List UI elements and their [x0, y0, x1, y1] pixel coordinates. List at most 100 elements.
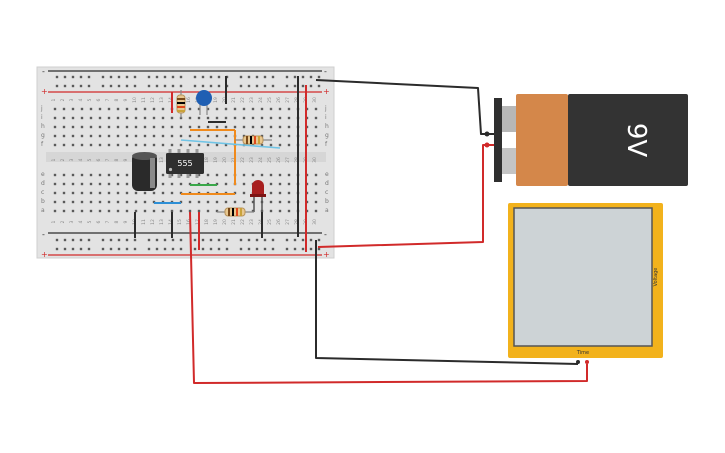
breadboard-hole[interactable]: [271, 238, 275, 242]
breadboard-hole[interactable]: [161, 182, 165, 186]
resistor-horizontal-bottom[interactable]: [217, 207, 254, 217]
breadboard-hole[interactable]: [224, 134, 228, 138]
breadboard-hole[interactable]: [98, 173, 102, 177]
breadboard-hole[interactable]: [71, 134, 75, 138]
breadboard-hole[interactable]: [71, 75, 75, 79]
breadboard-hole[interactable]: [87, 238, 91, 242]
ic-555-timer[interactable]: 555: [166, 149, 204, 178]
breadboard-hole[interactable]: [314, 125, 318, 129]
breadboard-hole[interactable]: [287, 200, 291, 204]
breadboard-hole[interactable]: [242, 125, 246, 129]
wire-black-battery-to-rail[interactable]: [315, 79, 494, 135]
breadboard-hole[interactable]: [80, 143, 84, 147]
breadboard-hole[interactable]: [278, 182, 282, 186]
breadboard-hole[interactable]: [224, 107, 228, 111]
breadboard-hole[interactable]: [217, 238, 221, 242]
breadboard-hole[interactable]: [98, 182, 102, 186]
breadboard-hole[interactable]: [125, 143, 129, 147]
breadboard-hole[interactable]: [117, 238, 121, 242]
breadboard-hole[interactable]: [161, 191, 165, 195]
breadboard-hole[interactable]: [188, 143, 192, 147]
breadboard-hole[interactable]: [116, 191, 120, 195]
breadboard-hole[interactable]: [161, 173, 165, 177]
breadboard-hole[interactable]: [116, 200, 120, 204]
breadboard-hole[interactable]: [155, 247, 159, 251]
breadboard-hole[interactable]: [89, 125, 93, 129]
breadboard-hole[interactable]: [143, 200, 147, 204]
breadboard-hole[interactable]: [80, 107, 84, 111]
breadboard-hole[interactable]: [125, 116, 129, 120]
breadboard-hole[interactable]: [301, 238, 305, 242]
breadboard-hole[interactable]: [233, 200, 237, 204]
breadboard-hole[interactable]: [80, 134, 84, 138]
breadboard-hole[interactable]: [206, 134, 210, 138]
breadboard-hole[interactable]: [287, 209, 291, 213]
breadboard-hole[interactable]: [179, 247, 183, 251]
breadboard-hole[interactable]: [107, 182, 111, 186]
breadboard-hole[interactable]: [117, 247, 121, 251]
breadboard-hole[interactable]: [242, 182, 246, 186]
wire-red-battery-to-rail[interactable]: [317, 144, 494, 248]
breadboard-hole[interactable]: [171, 75, 175, 79]
breadboard-hole[interactable]: [163, 75, 167, 79]
breadboard-hole[interactable]: [125, 247, 129, 251]
breadboard-hole[interactable]: [188, 125, 192, 129]
breadboard-hole[interactable]: [278, 209, 282, 213]
breadboard-hole[interactable]: [80, 116, 84, 120]
breadboard-hole[interactable]: [201, 84, 205, 88]
breadboard-hole[interactable]: [197, 107, 201, 111]
breadboard-hole[interactable]: [215, 134, 219, 138]
breadboard-hole[interactable]: [209, 238, 213, 242]
breadboard-hole[interactable]: [125, 200, 129, 204]
breadboard-hole[interactable]: [71, 200, 75, 204]
breadboard-hole[interactable]: [287, 173, 291, 177]
breadboard-hole[interactable]: [55, 75, 59, 79]
breadboard-hole[interactable]: [251, 125, 255, 129]
breadboard-hole[interactable]: [301, 84, 305, 88]
breadboard-hole[interactable]: [79, 238, 83, 242]
breadboard-hole[interactable]: [287, 191, 291, 195]
breadboard-hole[interactable]: [287, 107, 291, 111]
breadboard-hole[interactable]: [155, 84, 159, 88]
breadboard-hole[interactable]: [107, 200, 111, 204]
breadboard-hole[interactable]: [62, 173, 66, 177]
breadboard-hole[interactable]: [125, 125, 129, 129]
breadboard-hole[interactable]: [209, 84, 213, 88]
breadboard-hole[interactable]: [71, 182, 75, 186]
breadboard-hole[interactable]: [125, 182, 129, 186]
breadboard-hole[interactable]: [188, 200, 192, 204]
breadboard-hole[interactable]: [147, 75, 151, 79]
breadboard-hole[interactable]: [260, 143, 264, 147]
breadboard-hole[interactable]: [71, 209, 75, 213]
breadboard-hole[interactable]: [98, 143, 102, 147]
breadboard-hole[interactable]: [62, 191, 66, 195]
breadboard-hole[interactable]: [251, 200, 255, 204]
breadboard-hole[interactable]: [215, 173, 219, 177]
breadboard-hole[interactable]: [309, 247, 313, 251]
breadboard-hole[interactable]: [62, 200, 66, 204]
breadboard-hole[interactable]: [80, 182, 84, 186]
breadboard-hole[interactable]: [224, 143, 228, 147]
breadboard-hole[interactable]: [125, 107, 129, 111]
breadboard-hole[interactable]: [224, 125, 228, 129]
breadboard-hole[interactable]: [134, 134, 138, 138]
breadboard-hole[interactable]: [161, 143, 165, 147]
breadboard-hole[interactable]: [206, 125, 210, 129]
breadboard-hole[interactable]: [263, 84, 267, 88]
breadboard-hole[interactable]: [107, 125, 111, 129]
breadboard-hole[interactable]: [55, 247, 59, 251]
breadboard-hole[interactable]: [224, 182, 228, 186]
breadboard-hole[interactable]: [171, 247, 175, 251]
breadboard-hole[interactable]: [161, 209, 165, 213]
breadboard-hole[interactable]: [287, 143, 291, 147]
resistor-horizontal-top[interactable]: [235, 135, 272, 145]
breadboard-hole[interactable]: [224, 116, 228, 120]
breadboard-hole[interactable]: [224, 200, 228, 204]
breadboard-hole[interactable]: [247, 75, 251, 79]
breadboard-hole[interactable]: [255, 84, 259, 88]
breadboard-hole[interactable]: [314, 143, 318, 147]
breadboard-hole[interactable]: [225, 238, 229, 242]
breadboard-hole[interactable]: [161, 107, 165, 111]
breadboard-hole[interactable]: [269, 116, 273, 120]
breadboard-hole[interactable]: [239, 75, 243, 79]
